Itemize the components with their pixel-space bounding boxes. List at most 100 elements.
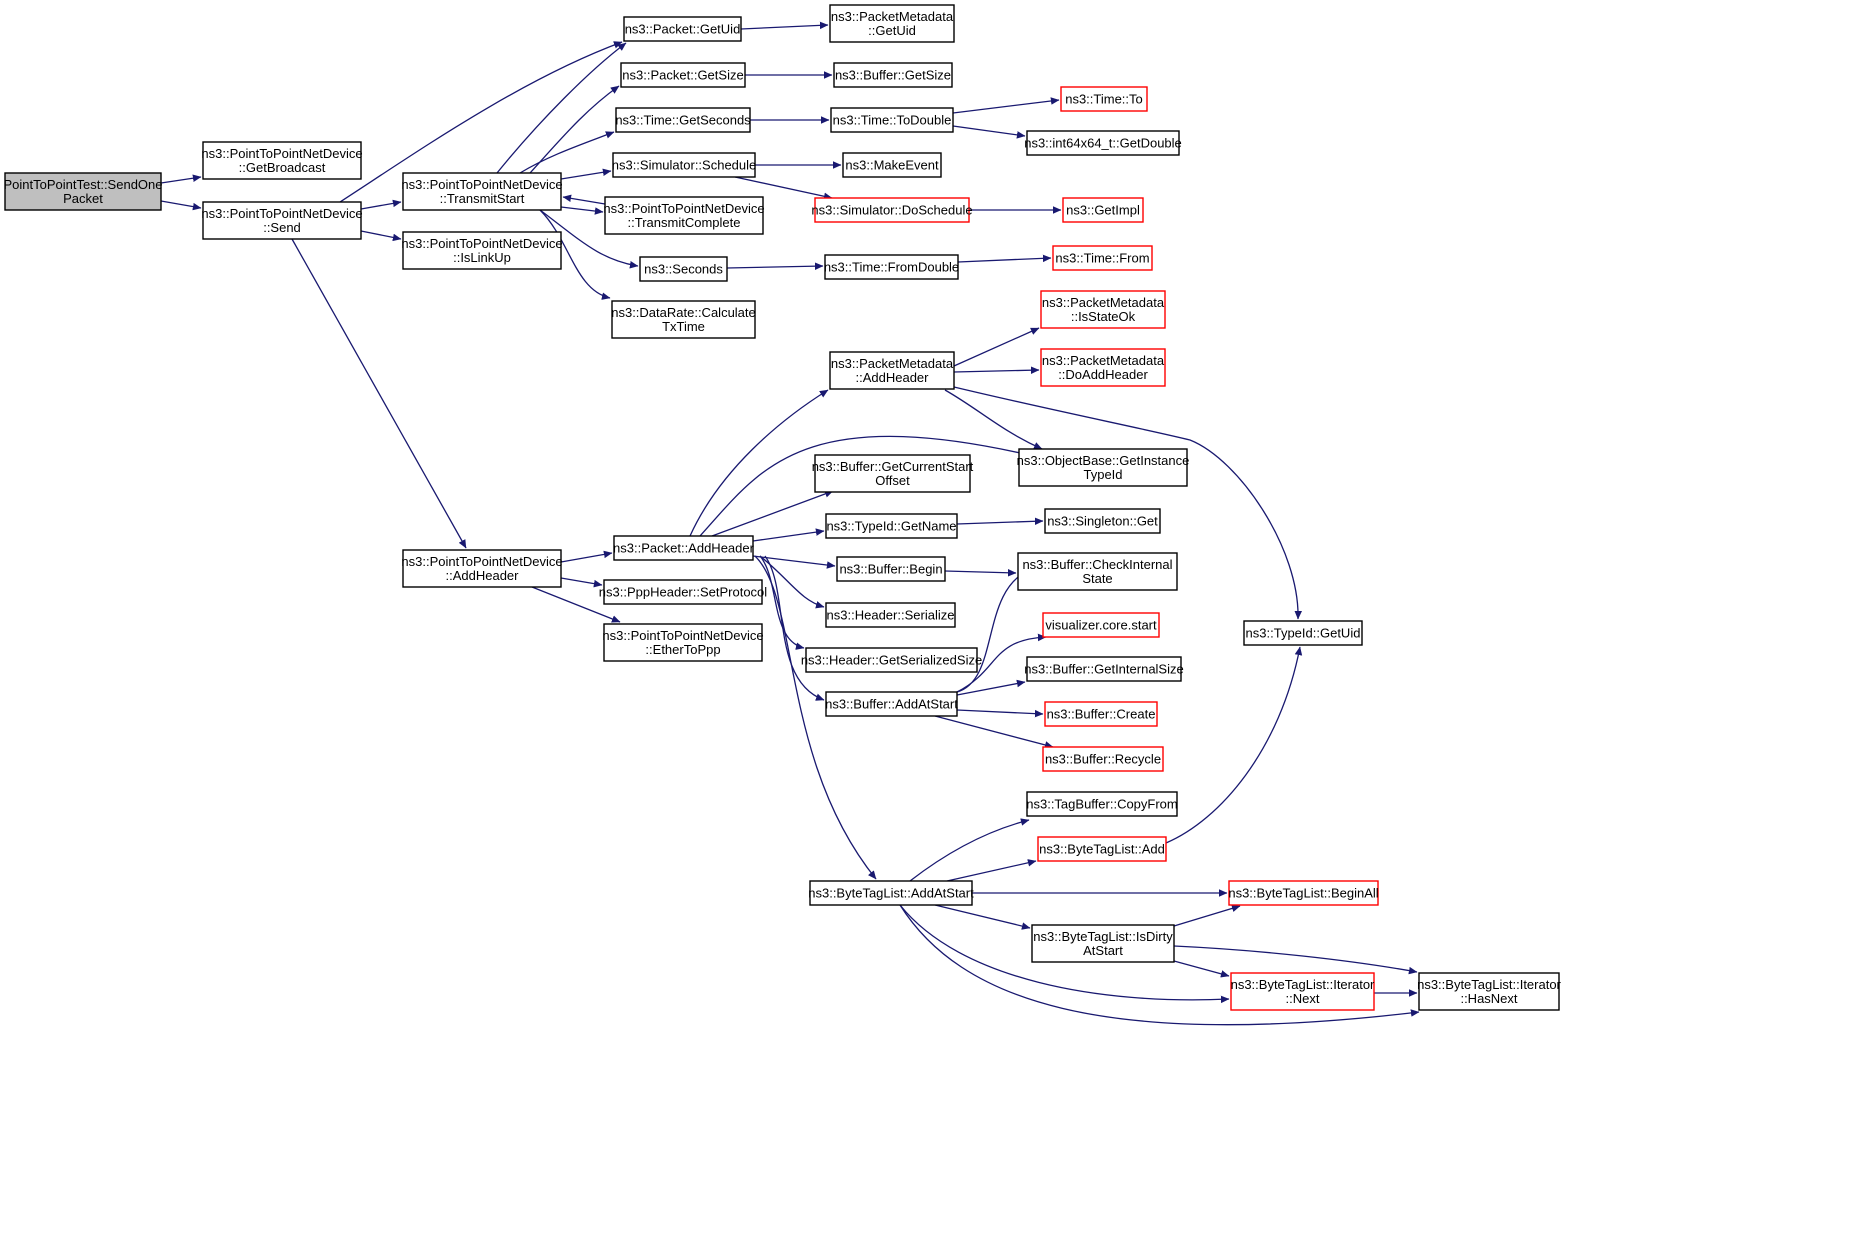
edge-line (1173, 945, 1418, 975)
node-label-line: visualizer.core.start (1045, 618, 1157, 633)
edge-line (759, 555, 805, 650)
node-timeGetSeconds[interactable]: ns3::Time::GetSeconds (615, 107, 751, 133)
node-label-line: ns3::GetImpl (1066, 203, 1140, 218)
edge-packetAddHeader-to-headerSerialize (759, 555, 825, 609)
edge-p2pAddHeader-to-pppSetProtocol (560, 577, 603, 588)
node-box (639, 256, 728, 282)
edge-transmitStart-to-simSchedule (560, 168, 612, 180)
node-typeIdGetName[interactable]: ns3::TypeId::GetName (825, 513, 958, 539)
node-pppSetProtocol[interactable]: ns3::PppHeader::SetProtocol (599, 579, 767, 605)
node-box (612, 152, 756, 178)
node-timeFromDouble[interactable]: ns3::Time::FromDouble (824, 254, 959, 280)
node-btlIterHasNext[interactable]: ns3::ByteTagList::Iterator::HasNext (1417, 972, 1562, 1011)
node-packetGetUid[interactable]: ns3::Packet::GetUid (623, 16, 742, 42)
edge-line (1173, 904, 1241, 927)
node-box (402, 172, 562, 211)
node-isLinkUp[interactable]: ns3::PointToPointNetDevice::IsLinkUp (401, 231, 563, 270)
node-box (1037, 836, 1167, 862)
node-label-line: ns3::ByteTagList::AddAtStart (808, 886, 974, 901)
node-label-line: ns3::Simulator::DoSchedule (811, 203, 972, 218)
edge-line (759, 555, 825, 609)
node-bufAddAtStart[interactable]: ns3::Buffer::AddAtStart (825, 691, 958, 717)
node-box (809, 880, 973, 906)
node-label-line: ::DoAddHeader (1058, 367, 1148, 382)
edge-pmAddHeader-to-pmIsStateOk (953, 327, 1040, 367)
node-box (833, 62, 953, 88)
node-pmIsStateOk[interactable]: ns3::PacketMetadata::IsStateOk (1040, 290, 1166, 329)
node-simSchedule[interactable]: ns3::Simulator::Schedule (612, 152, 757, 178)
node-tagBufCopyFrom[interactable]: ns3::TagBuffer::CopyFrom (1026, 791, 1178, 817)
node-btlBeginAll[interactable]: ns3::ByteTagList::BeginAll (1228, 880, 1379, 906)
edge-line (934, 904, 1031, 930)
node-timeToDouble[interactable]: ns3::Time::ToDouble (830, 107, 954, 133)
edge-bufAddAtStart-to-bufCreate (956, 709, 1044, 718)
node-transmitComplete[interactable]: ns3::PointToPointNetDevice::TransmitComp… (603, 196, 765, 235)
edge-line (944, 389, 1043, 450)
node-box (1044, 701, 1158, 727)
node-label-line: ns3::ByteTagList::IsDirty (1033, 929, 1173, 944)
node-int64GetDouble[interactable]: ns3::int64x64_t::GetDouble (1024, 130, 1182, 156)
node-p2pAddHeader[interactable]: ns3::PointToPointNetDevice::AddHeader (401, 549, 563, 588)
node-label-line: ns3::Buffer::GetCurrentStart (812, 459, 974, 474)
node-pmDoAddHeader[interactable]: ns3::PacketMetadata::DoAddHeader (1040, 348, 1166, 387)
node-bufBegin[interactable]: ns3::Buffer::Begin (836, 556, 946, 582)
node-packetAddHeader[interactable]: ns3::Packet::AddHeader (613, 535, 755, 561)
node-box (1026, 791, 1178, 817)
node-getBroadcast[interactable]: ns3::PointToPointNetDevice::GetBroadcast (201, 141, 363, 180)
node-timeTo[interactable]: ns3::Time::To (1060, 86, 1148, 112)
node-box (1243, 620, 1363, 646)
node-singletonGet[interactable]: ns3::Singleton::Get (1044, 508, 1161, 534)
node-bufGetInternalSize[interactable]: ns3::Buffer::GetInternalSize (1024, 656, 1184, 682)
node-send[interactable]: ns3::PointToPointNetDevice::Send (201, 201, 363, 240)
edge-p2pAddHeader-to-packetAddHeader (560, 550, 613, 563)
edge-line (160, 174, 202, 184)
node-bufCreate[interactable]: ns3::Buffer::Create (1044, 701, 1158, 727)
node-typeIdGetUid[interactable]: ns3::TypeId::GetUid (1243, 620, 1363, 646)
node-bufRecycle[interactable]: ns3::Buffer::Recycle (1042, 746, 1164, 772)
node-timeFrom[interactable]: ns3::Time::From (1052, 245, 1153, 271)
node-box (1040, 290, 1166, 329)
edge-pmAddHeader-to-pmDoAddHeader (953, 366, 1040, 374)
node-label-line: ::Next (1286, 991, 1320, 1006)
node-label-line: ns3::MakeEvent (845, 158, 939, 173)
node-packetGetSize[interactable]: ns3::Packet::GetSize (620, 62, 746, 88)
node-bufGetSize[interactable]: ns3::Buffer::GetSize (833, 62, 953, 88)
edge-bufAddAtStart-to-vizStart (956, 633, 1047, 693)
edge-p2pAddHeader-to-etherToPpp (531, 586, 621, 623)
node-doSchedule[interactable]: ns3::Simulator::DoSchedule (811, 197, 973, 223)
node-label-line: ns3::PppHeader::SetProtocol (599, 585, 767, 600)
node-box (814, 454, 971, 493)
node-box (623, 16, 742, 42)
edge-btlAdd-to-typeIdGetUid (1165, 646, 1303, 844)
node-pmGetUid[interactable]: ns3::PacketMetadata::GetUid (829, 4, 955, 43)
node-label-line: ns3::Buffer::AddAtStart (825, 697, 958, 712)
node-getImpl[interactable]: ns3::GetImpl (1062, 197, 1144, 223)
node-btlAdd[interactable]: ns3::ByteTagList::Add (1037, 836, 1167, 862)
node-etherToPpp[interactable]: ns3::PointToPointNetDevice::EtherToPpp (602, 623, 764, 662)
edge-bufAddAtStart-to-bufRecycle (934, 715, 1054, 749)
edge-line (560, 577, 603, 588)
node-btlIterNext[interactable]: ns3::ByteTagList::Iterator::Next (1230, 972, 1375, 1011)
node-btlAddAtStart[interactable]: ns3::ByteTagList::AddAtStart (808, 880, 974, 906)
node-headerGetSerSize[interactable]: ns3::Header::GetSerializedSize (801, 647, 982, 673)
node-makeEvent[interactable]: ns3::MakeEvent (842, 152, 942, 178)
node-box (1060, 86, 1148, 112)
node-transmitStart[interactable]: ns3::PointToPointNetDevice::TransmitStar… (401, 172, 563, 211)
edge-packetGetUid-to-pmGetUid (740, 21, 829, 30)
node-pmAddHeader[interactable]: ns3::PacketMetadata::AddHeader (829, 351, 955, 390)
node-box (603, 623, 763, 662)
node-seconds[interactable]: ns3::Seconds (639, 256, 728, 282)
edge-root-to-send (160, 200, 202, 211)
edge-line (560, 168, 612, 180)
node-headerSerialize[interactable]: ns3::Header::Serialize (825, 602, 956, 628)
node-box (613, 535, 754, 561)
node-label-line: State (1082, 571, 1112, 586)
node-vizStart[interactable]: visualizer.core.start (1042, 612, 1160, 638)
